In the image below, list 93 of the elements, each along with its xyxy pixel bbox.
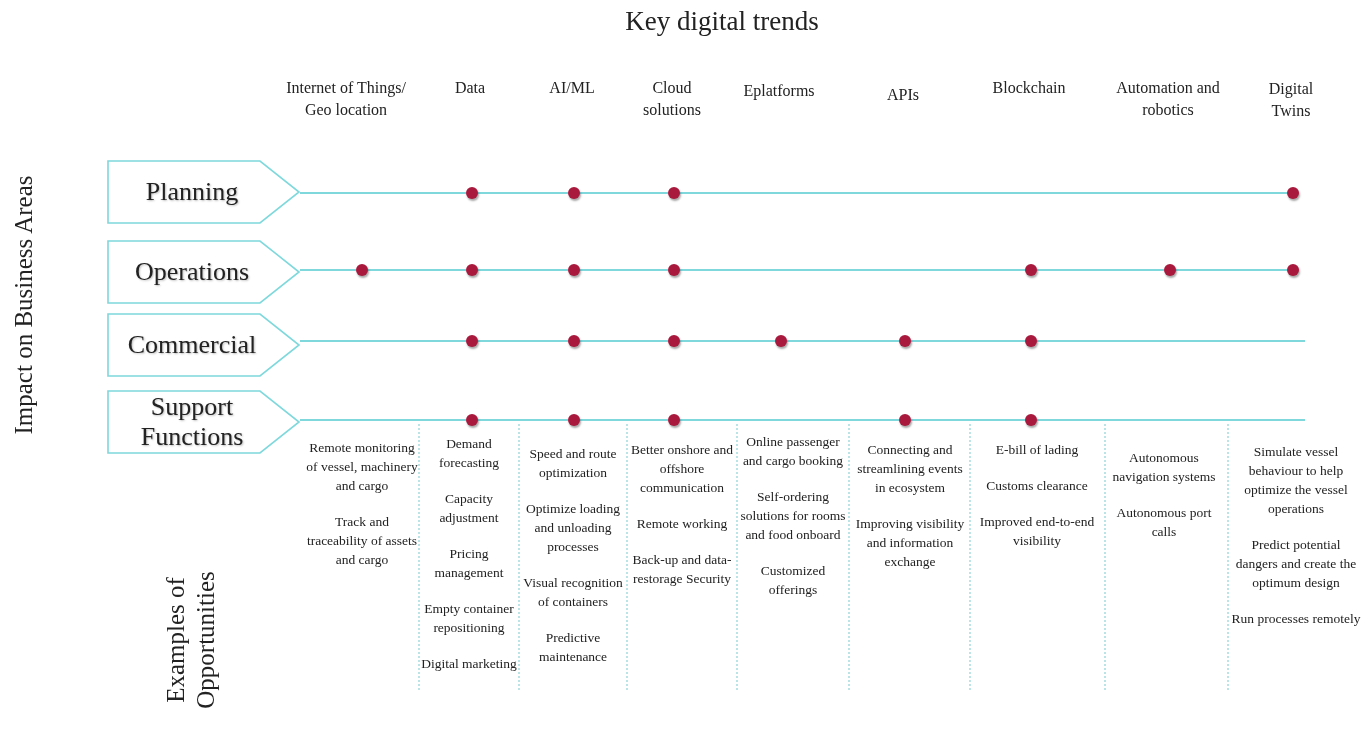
opportunity-text: Autonomous navigation systems xyxy=(1111,449,1217,486)
column-header: Internet of Things/ Geo location xyxy=(285,78,407,120)
opportunity-text: Autonomous port calls xyxy=(1115,504,1213,541)
dot-marker xyxy=(568,264,580,276)
opportunity-text: Capacity adjustment xyxy=(438,490,500,527)
dot-marker xyxy=(668,414,680,426)
connector-line xyxy=(299,269,357,271)
connector-line xyxy=(910,419,1026,421)
dot-marker xyxy=(1287,187,1299,199)
row-title: Planning xyxy=(144,177,240,207)
opportunity-text: Track and traceability of assets and cargo xyxy=(305,513,419,569)
dot-marker xyxy=(668,335,680,347)
opportunity-text: Remote working xyxy=(635,515,729,533)
column-header: AI/ML xyxy=(548,78,596,98)
connector-line xyxy=(477,192,569,194)
dot-marker xyxy=(466,335,478,347)
connector-line xyxy=(1036,269,1165,271)
opportunity-text: Visual recognition of containers xyxy=(522,574,624,611)
connector-line xyxy=(910,340,1026,342)
opportunity-text: Improving visibility and information exchange xyxy=(854,515,966,571)
connector-line xyxy=(477,340,569,342)
row-banner xyxy=(107,240,300,304)
row-title: Operations xyxy=(133,257,251,287)
dot-marker xyxy=(775,335,787,347)
opportunity-text: Customized offerings xyxy=(759,562,827,599)
dot-marker xyxy=(466,414,478,426)
opportunity-text: Predictive maintenance xyxy=(537,629,609,666)
connector-line xyxy=(299,340,467,342)
opportunity-text: Remote monitoring of vessel, machinery and cargo xyxy=(305,439,419,495)
opportunity-text: Optimize loading and unloading processes xyxy=(524,500,622,556)
connector-line xyxy=(579,192,669,194)
opportunity-text: Back-up and data-restorage Security xyxy=(631,551,733,588)
column-header: Automation and robotics xyxy=(1115,78,1221,120)
connector-line xyxy=(679,192,1288,194)
row-title: Commercial xyxy=(126,330,258,360)
connector-line xyxy=(679,340,776,342)
column-header: Cloud solutions xyxy=(642,78,702,120)
opportunity-text: Digital marketing xyxy=(421,655,517,673)
row-banner xyxy=(107,160,300,224)
dot-marker xyxy=(1025,414,1037,426)
dot-marker xyxy=(466,187,478,199)
connector-line xyxy=(1036,419,1306,421)
opportunity-text: Simulate vessel behaviour to help optimize the vessel operations xyxy=(1243,443,1349,518)
connector-line xyxy=(367,269,467,271)
connector-line xyxy=(299,419,467,421)
dot-marker xyxy=(1025,264,1037,276)
connector-line xyxy=(299,192,467,194)
connector-line xyxy=(477,419,569,421)
opportunity-text: Better onshore and offshore communication xyxy=(630,441,734,497)
dot-marker xyxy=(1025,335,1037,347)
column-header: APIs xyxy=(886,85,920,105)
column-header: Eplatforms xyxy=(742,81,816,102)
connector-line xyxy=(477,269,569,271)
dot-marker xyxy=(1164,264,1176,276)
dot-marker xyxy=(356,264,368,276)
dot-marker xyxy=(899,414,911,426)
opportunity-text: Pricing management xyxy=(433,545,505,582)
dot-marker xyxy=(466,264,478,276)
opportunity-text: Online passenger and cargo booking xyxy=(741,433,845,470)
row-banner xyxy=(107,313,300,377)
opportunity-text: Run processes remotely xyxy=(1230,610,1362,628)
row-banner xyxy=(107,390,300,454)
connector-line xyxy=(786,340,900,342)
opportunity-text: Predict potential dangers and create the optimum design xyxy=(1234,536,1358,592)
connector-line xyxy=(579,419,669,421)
dot-marker xyxy=(568,187,580,199)
opportunity-text: Empty container repositioning xyxy=(423,600,515,637)
column-header: Blockchain xyxy=(991,78,1067,98)
connector-line xyxy=(579,269,669,271)
connector-line xyxy=(1036,340,1306,342)
dot-marker xyxy=(668,187,680,199)
opportunity-text: Customs clearance xyxy=(985,477,1089,495)
title: Key digital trends xyxy=(624,6,820,37)
connector-line xyxy=(579,340,669,342)
dot-marker xyxy=(1287,264,1299,276)
connector-line xyxy=(1175,269,1288,271)
opportunity-text: Self-ordering solutions for rooms and food onboard xyxy=(739,488,847,544)
axis-title: Examples of Opportunities xyxy=(161,570,220,711)
opportunity-text: Speed and route optimization xyxy=(528,445,618,482)
dot-marker xyxy=(568,414,580,426)
opportunity-text: Improved end-to-end visibility xyxy=(978,513,1096,550)
opportunity-text: Demand forecasting xyxy=(438,435,500,472)
opportunity-text: Connecting and streamlining events in ecosystem xyxy=(856,441,964,497)
axis-title: Impact on Business Areas xyxy=(9,175,38,435)
column-header: Data xyxy=(453,78,487,98)
column-header: Digital Twins xyxy=(1267,79,1315,121)
dot-marker xyxy=(899,335,911,347)
dot-marker xyxy=(568,335,580,347)
opportunity-text: E-bill of lading xyxy=(994,441,1080,459)
connector-line xyxy=(679,269,1026,271)
row-title: Support Functions xyxy=(139,392,245,452)
dot-marker xyxy=(668,264,680,276)
connector-line xyxy=(679,419,900,421)
